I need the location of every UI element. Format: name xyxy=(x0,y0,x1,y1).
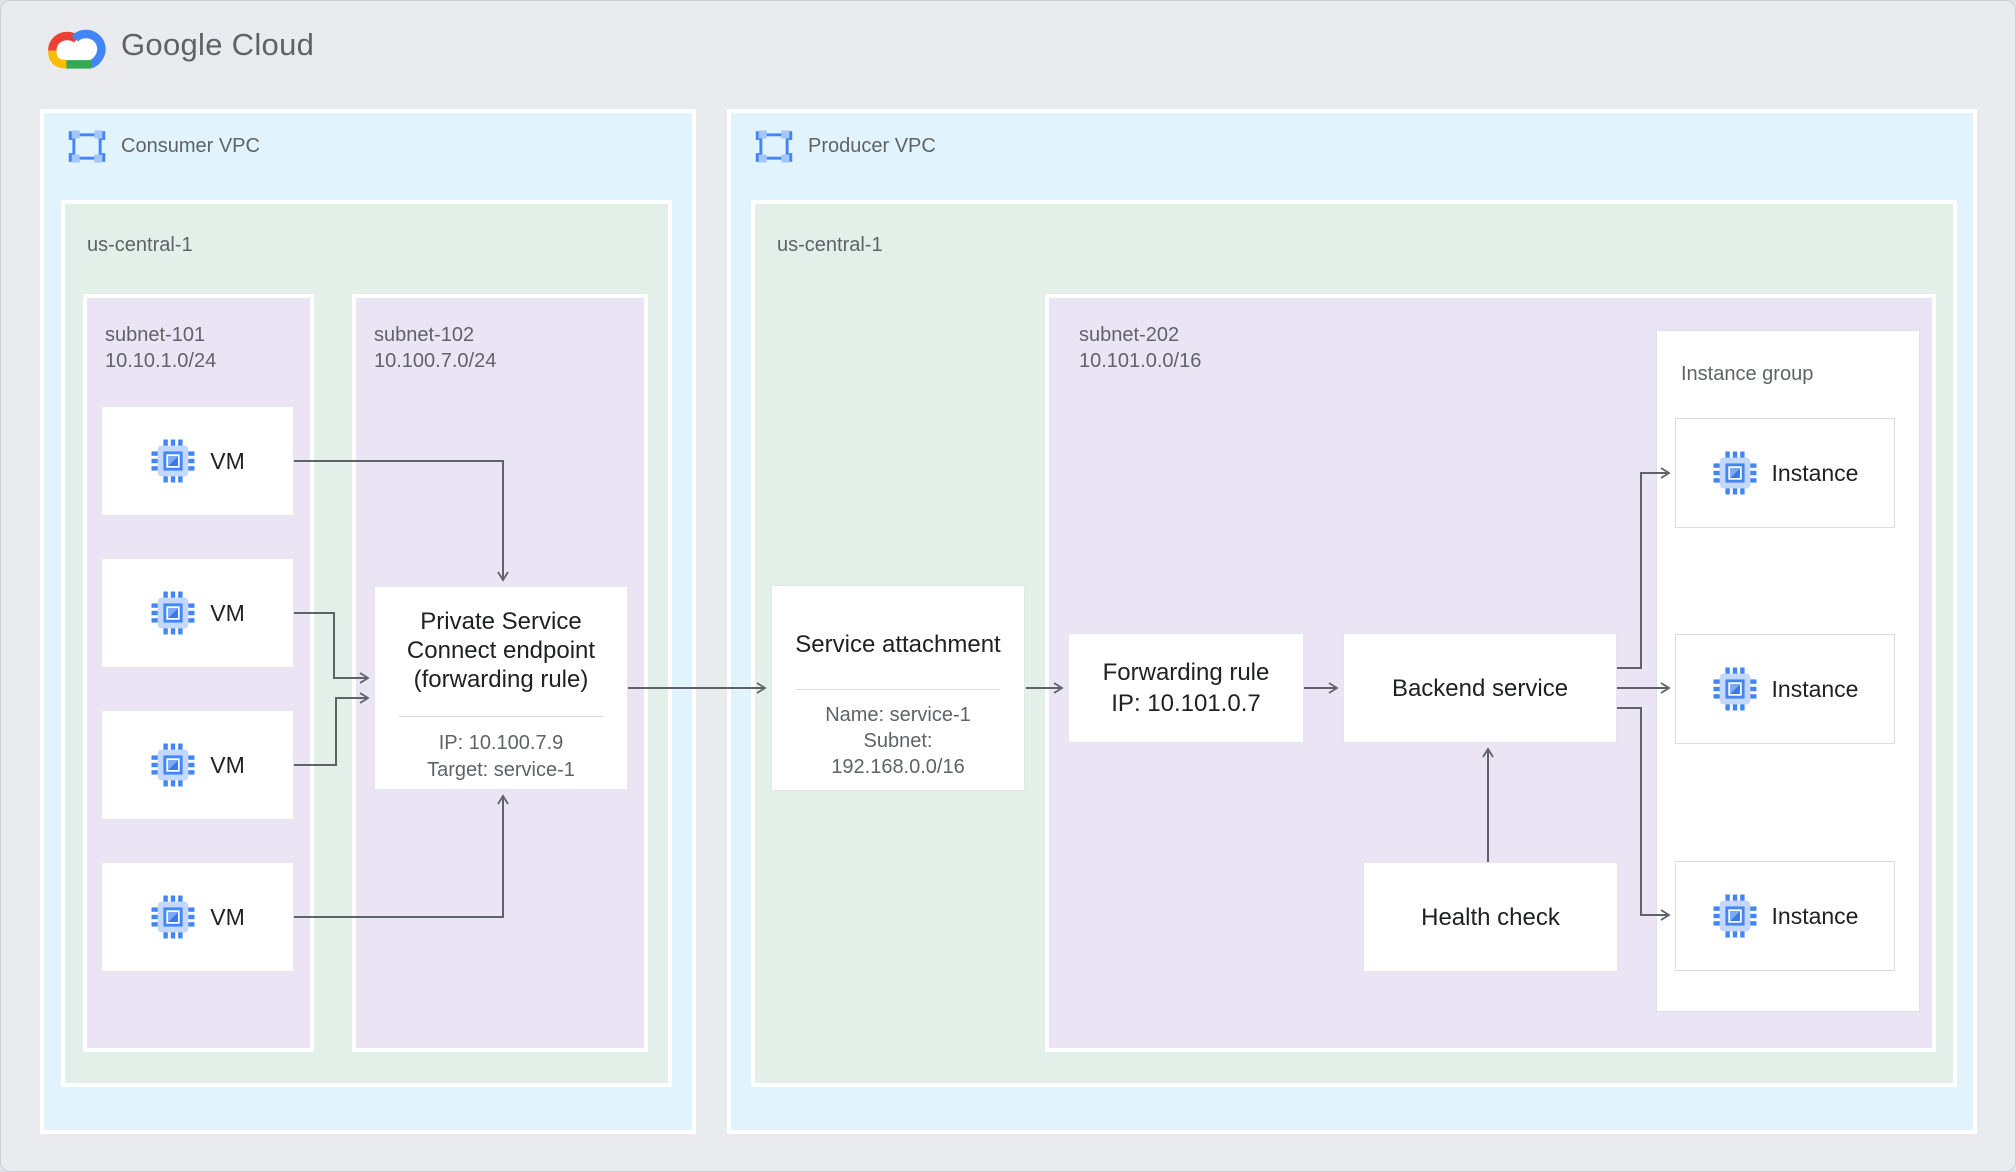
psc-endpoint-title: Private Service Connect endpoint (forwar… xyxy=(406,608,596,693)
vm-node-3: VM xyxy=(101,710,294,820)
consumer-vpc-header: Consumer VPC xyxy=(68,129,260,164)
google-cloud-logo: Google Cloud xyxy=(41,21,314,69)
subnet-202-label: subnet-202 10.101.0.0/16 xyxy=(1079,322,1201,374)
vm-label: VM xyxy=(210,599,245,626)
instance-node-2: Instance xyxy=(1675,634,1895,744)
compute-engine-icon xyxy=(150,438,196,484)
forwarding-rule-ip: IP: 10.101.0.7 xyxy=(1111,690,1261,717)
service-attachment-name: Name: service-1 xyxy=(825,704,971,726)
compute-engine-icon xyxy=(150,894,196,940)
consumer-region-label: us-central-1 xyxy=(87,234,193,256)
subnet-102-name: subnet-102 xyxy=(374,324,475,346)
vm-node-1: VM xyxy=(101,406,294,516)
compute-engine-icon xyxy=(1712,666,1758,712)
subnet-102-label: subnet-102 10.100.7.0/24 xyxy=(374,322,496,374)
service-attachment-subnet-label: Subnet: xyxy=(863,730,933,752)
vm-label: VM xyxy=(210,751,245,778)
backend-service-node: Backend service xyxy=(1343,633,1617,743)
logo-text: Google Cloud xyxy=(121,27,315,62)
producer-vpc-header: Producer VPC xyxy=(755,129,936,164)
producer-region-label: us-central-1 xyxy=(777,234,883,256)
psc-endpoint-target: Target: service-1 xyxy=(427,759,575,781)
health-check-title: Health check xyxy=(1421,903,1560,931)
psc-endpoint-ip: IP: 10.100.7.9 xyxy=(438,732,564,754)
subnet-101-name: subnet-101 xyxy=(105,324,206,346)
backend-service-title: Backend service xyxy=(1391,674,1569,702)
instance-label: Instance xyxy=(1771,459,1859,486)
health-check-node: Health check xyxy=(1363,862,1618,972)
service-attachment-subnet-cidr: 192.168.0.0/16 xyxy=(831,756,965,778)
instance-node-1: Instance xyxy=(1675,418,1895,528)
subnet-101-cidr: 10.10.1.0/24 xyxy=(105,350,217,372)
compute-engine-icon xyxy=(1712,450,1758,496)
divider xyxy=(796,689,1000,690)
forwarding-rule-title: Forwarding rule xyxy=(1102,659,1270,686)
instance-node-3: Instance xyxy=(1675,861,1895,971)
vm-node-2: VM xyxy=(101,558,294,668)
service-attachment-node: Service attachment Name: service-1 Subne… xyxy=(771,585,1025,791)
consumer-vpc-label: Consumer VPC xyxy=(121,135,260,157)
vm-node-4: VM xyxy=(101,862,294,972)
vpc-network-icon xyxy=(755,129,793,164)
subnet-102-cidr: 10.100.7.0/24 xyxy=(374,350,497,372)
divider xyxy=(399,716,603,717)
forwarding-rule-node: Forwarding rule IP: 10.101.0.7 xyxy=(1068,633,1304,743)
psc-endpoint-node: Private Service Connect endpoint (forwar… xyxy=(374,586,628,790)
google-cloud-icon xyxy=(48,29,106,69)
compute-engine-icon xyxy=(150,742,196,788)
vpc-network-icon xyxy=(68,129,106,164)
subnet-202-cidr: 10.101.0.0/16 xyxy=(1079,350,1202,372)
subnet-202-name: subnet-202 xyxy=(1079,324,1180,346)
subnet-101-label: subnet-101 10.10.1.0/24 xyxy=(105,322,216,374)
compute-engine-icon xyxy=(150,590,196,636)
instance-label: Instance xyxy=(1771,902,1859,929)
service-attachment-title: Service attachment xyxy=(795,631,1001,658)
instance-group-label: Instance group xyxy=(1681,363,1814,385)
vm-label: VM xyxy=(210,903,245,930)
compute-engine-icon xyxy=(1712,893,1758,939)
producer-vpc-label: Producer VPC xyxy=(808,135,936,157)
instance-label: Instance xyxy=(1771,675,1859,702)
vm-label: VM xyxy=(210,447,245,474)
